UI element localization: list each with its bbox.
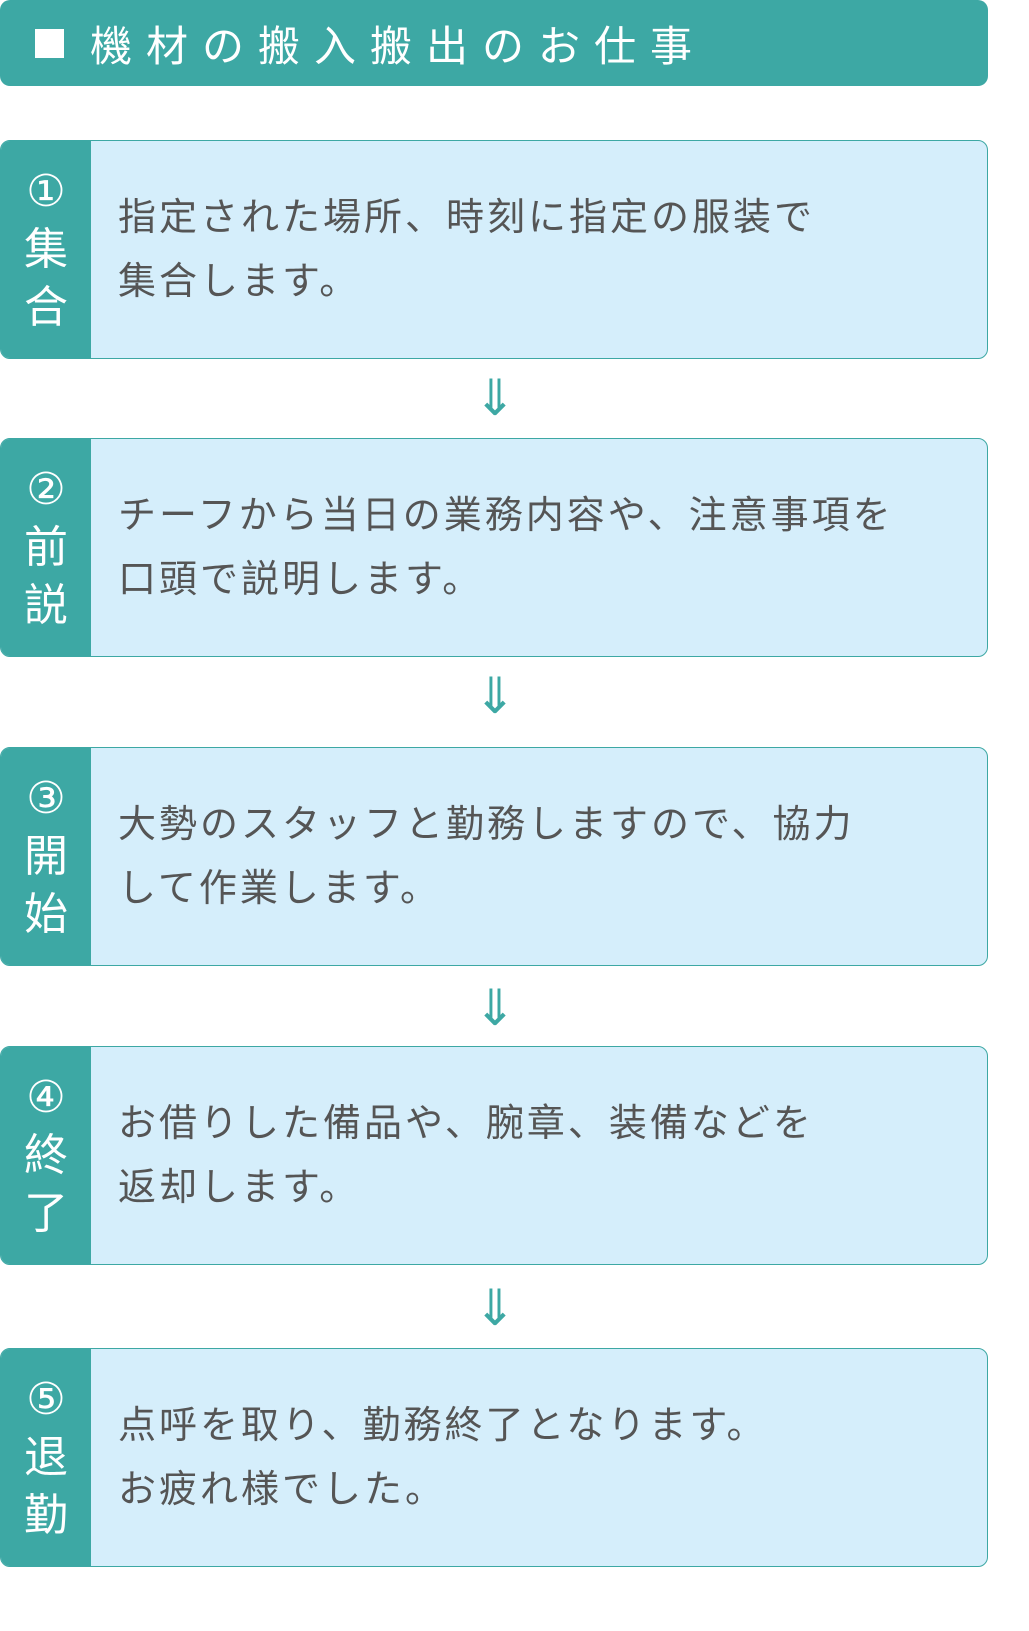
- step-number: ⑤: [26, 1373, 66, 1425]
- step-label-char: 集: [24, 223, 68, 275]
- step-description: 大勢のスタッフと勤務しますので、協力 して作業します。: [118, 802, 855, 910]
- down-arrow-icon: ⇓: [474, 1279, 516, 1337]
- step-description: 点呼を取り、勤務終了となります。 お疲れ様でした。: [118, 1403, 768, 1511]
- step-label-char: 退: [24, 1431, 68, 1483]
- step-card: ② 前 説 チーフから当日の業務内容や、注意事項を 口頭で説明します。: [0, 438, 988, 657]
- step-label-char: 説: [24, 579, 68, 631]
- step-label-char: 了: [24, 1187, 68, 1239]
- step-label: ③ 開 始: [1, 748, 91, 965]
- step-card: ① 集 合 指定された場所、時刻に指定の服装で 集合します。: [0, 140, 988, 359]
- step-number: ④: [26, 1071, 66, 1123]
- step-label-char: 始: [24, 888, 68, 940]
- page-title-bar: 機材の搬入搬出のお仕事: [0, 0, 988, 86]
- step-label-char: 勤: [24, 1489, 68, 1541]
- step-label-char: 合: [24, 281, 68, 333]
- step-number: ③: [26, 772, 66, 824]
- step-label: ① 集 合: [1, 141, 91, 358]
- step-description: 指定された場所、時刻に指定の服装で 集合します。: [118, 195, 816, 303]
- step-number: ①: [26, 165, 66, 217]
- page-title: 機材の搬入搬出のお仕事: [90, 21, 707, 71]
- step-card: ③ 開 始 大勢のスタッフと勤務しますので、協力 して作業します。: [0, 747, 988, 966]
- step-description: お借りした備品や、腕章、装備などを 返却します。: [118, 1101, 814, 1209]
- step-description: チーフから当日の業務内容や、注意事項を 口頭で説明します。: [118, 493, 894, 601]
- square-bullet-icon: [35, 28, 64, 58]
- step-card: ⑤ 退 勤 点呼を取り、勤務終了となります。 お疲れ様でした。: [0, 1348, 988, 1567]
- step-label: ② 前 説: [1, 439, 91, 656]
- step-number: ②: [26, 463, 66, 515]
- step-label-char: 前: [24, 521, 68, 573]
- step-label: ④ 終 了: [1, 1047, 91, 1264]
- step-label-char: 開: [24, 830, 68, 882]
- down-arrow-icon: ⇓: [474, 369, 516, 427]
- down-arrow-icon: ⇓: [474, 667, 516, 725]
- step-card: ④ 終 了 お借りした備品や、腕章、装備などを 返却します。: [0, 1046, 988, 1265]
- step-label-char: 終: [24, 1129, 68, 1181]
- step-label: ⑤ 退 勤: [1, 1349, 91, 1566]
- down-arrow-icon: ⇓: [474, 979, 516, 1037]
